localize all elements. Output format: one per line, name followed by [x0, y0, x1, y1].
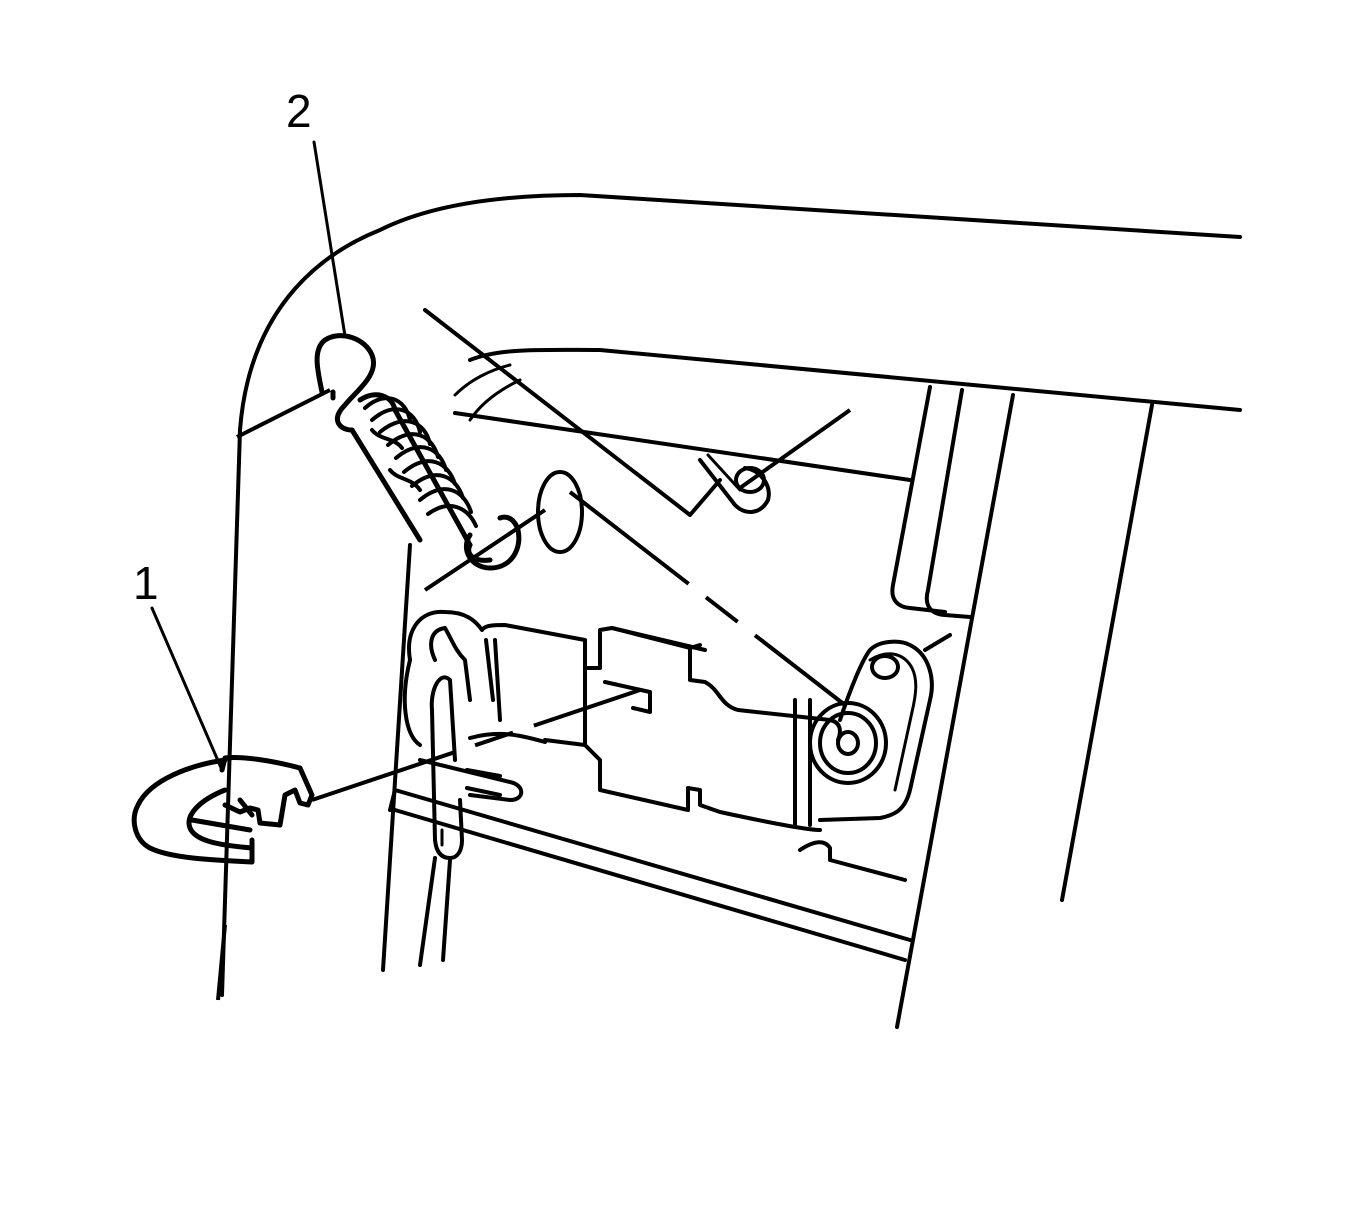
callout-label-spring: 2: [286, 85, 312, 137]
inner-panel: [381, 347, 1242, 1029]
callout-label-clip: 1: [133, 557, 159, 609]
spring-coils: [363, 396, 478, 528]
outer-panel: [220, 193, 1242, 997]
hinge-bracket: [402, 308, 952, 967]
leader-lines: [150, 140, 347, 772]
spring-part: [314, 333, 522, 571]
assembly-lines: [216, 388, 852, 1001]
clip-part: [131, 755, 315, 865]
leader-line-1: [150, 606, 224, 772]
leader-line-2: [312, 140, 347, 338]
